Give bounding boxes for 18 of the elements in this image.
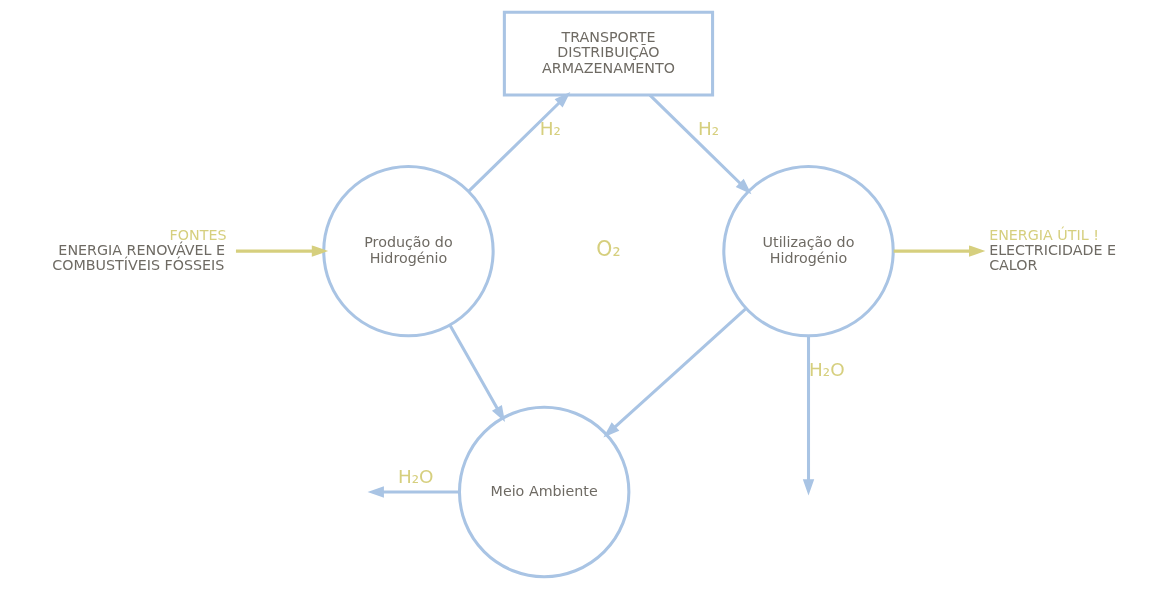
arrow (648, 94, 751, 195)
arrow (467, 91, 570, 193)
arrow (893, 245, 985, 257)
node-circle: Produção do Hidrogénio (321, 164, 495, 338)
node-text: FONTES ENERGIA RENOVÁVEL E COMBUSTÍVEIS FÓSSEIS (51, 226, 227, 274)
arrow (448, 324, 505, 423)
arrow (235, 245, 328, 257)
edge-label: H₂O (397, 466, 434, 488)
node-box: TRANSPORTE DISTRIBUIÇÃO ARMAZENAMENTO (502, 10, 714, 97)
label: O₂ (595, 237, 621, 262)
arrow (602, 307, 747, 438)
edge-label: H₂O (808, 359, 845, 381)
node-circle: Utilização do Hidrogénio (721, 164, 895, 338)
edge-label: H₂ (539, 118, 561, 140)
edge-label: H₂ (697, 118, 719, 140)
arrow (802, 336, 814, 496)
arrow (367, 486, 459, 498)
node-text: ENERGIA ÚTIL ! ELECTRICIDADE E CALOR (988, 226, 1116, 274)
